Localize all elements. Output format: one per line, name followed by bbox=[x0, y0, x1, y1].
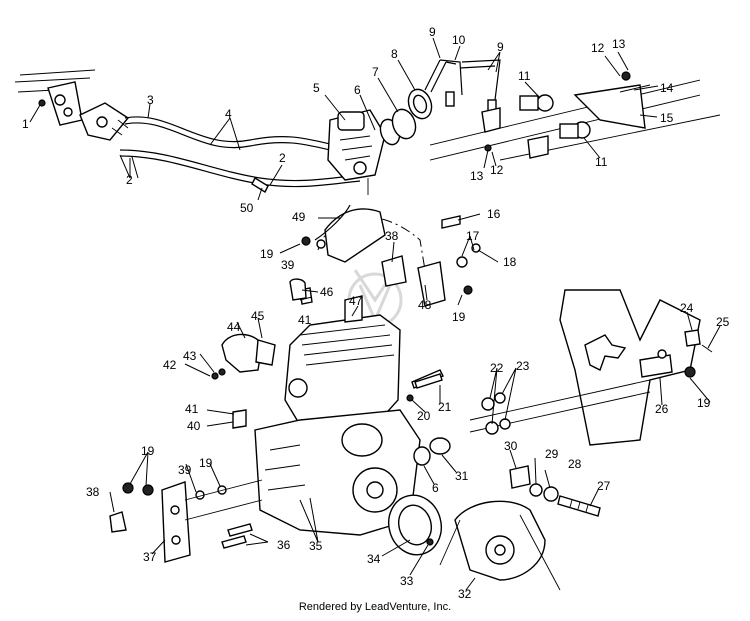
callout-16: 16 bbox=[487, 207, 501, 221]
callout-5: 5 bbox=[313, 81, 320, 95]
callout-2: 2 bbox=[126, 173, 133, 187]
callout-37: 37 bbox=[143, 550, 157, 564]
callout-22: 22 bbox=[490, 361, 504, 375]
callout-30: 30 bbox=[504, 439, 518, 453]
callout-19: 19 bbox=[199, 456, 213, 470]
callout-4: 4 bbox=[225, 107, 232, 121]
cover-assembly bbox=[301, 204, 481, 307]
callout-21: 21 bbox=[438, 400, 452, 414]
callout-11: 11 bbox=[518, 69, 531, 83]
callout-50: 50 bbox=[240, 201, 254, 215]
callout-1: 1 bbox=[22, 117, 29, 131]
callout-18: 18 bbox=[503, 255, 517, 269]
callout-14: 14 bbox=[660, 81, 674, 95]
leader-lines bbox=[29, 37, 721, 591]
callout-6: 6 bbox=[354, 83, 361, 97]
callout-33: 33 bbox=[400, 574, 414, 588]
callout-11: 11 bbox=[595, 155, 608, 169]
callout-13: 13 bbox=[470, 169, 484, 183]
callout-12: 12 bbox=[490, 163, 504, 177]
callout-38: 38 bbox=[385, 229, 399, 243]
callout-12: 12 bbox=[591, 41, 605, 55]
callout-32: 32 bbox=[458, 587, 472, 601]
callout-2: 2 bbox=[279, 151, 286, 165]
callout-31: 31 bbox=[455, 469, 469, 483]
clutch-bolt-stack bbox=[509, 465, 601, 517]
callout-25: 25 bbox=[716, 315, 730, 329]
callout-38: 38 bbox=[86, 485, 100, 499]
callout-39: 39 bbox=[178, 463, 192, 477]
engine-block bbox=[254, 287, 421, 536]
right-chassis-bracket bbox=[414, 289, 713, 446]
callout-36: 36 bbox=[277, 538, 291, 552]
callout-10: 10 bbox=[452, 33, 466, 47]
callout-48: 48 bbox=[418, 298, 432, 312]
callout-6: 6 bbox=[432, 481, 439, 495]
callout-47: 47 bbox=[349, 294, 363, 308]
callout-40: 40 bbox=[187, 419, 201, 433]
callout-17: 17 bbox=[466, 229, 480, 243]
callout-19: 19 bbox=[697, 396, 711, 410]
callout-19: 19 bbox=[260, 247, 274, 261]
callout-9: 9 bbox=[429, 25, 436, 39]
callout-9: 9 bbox=[497, 40, 504, 54]
drive-clutch bbox=[388, 494, 561, 591]
callout-23: 23 bbox=[516, 359, 530, 373]
callout-46: 46 bbox=[320, 285, 334, 299]
callout-41: 41 bbox=[185, 402, 199, 416]
callout-28: 28 bbox=[568, 457, 582, 471]
carburetor bbox=[327, 109, 386, 195]
callout-29: 29 bbox=[545, 447, 559, 461]
callout-24: 24 bbox=[680, 301, 694, 315]
callout-35: 35 bbox=[309, 539, 323, 553]
callout-27: 27 bbox=[597, 479, 611, 493]
callout-20: 20 bbox=[417, 409, 431, 423]
callout-49: 49 bbox=[292, 210, 306, 224]
callout-26: 26 bbox=[655, 402, 669, 416]
engine-mount-bracket bbox=[109, 479, 263, 563]
callout-45: 45 bbox=[251, 309, 265, 323]
callout-19: 19 bbox=[452, 310, 466, 324]
callout-19: 19 bbox=[141, 444, 155, 458]
callout-13: 13 bbox=[612, 37, 626, 51]
credit-line: Rendered by LeadVenture, Inc. bbox=[298, 601, 452, 613]
callout-3: 3 bbox=[147, 93, 154, 107]
callout-34: 34 bbox=[367, 552, 381, 566]
fuel-hoses bbox=[119, 116, 361, 193]
callout-labels: 1 2 2 3 4 5 6 6 7 8 9 9 10 11 11 12 12 1… bbox=[22, 25, 730, 601]
callout-41: 41 bbox=[298, 313, 312, 327]
callout-7: 7 bbox=[372, 65, 379, 79]
callout-8: 8 bbox=[391, 47, 398, 61]
callout-39: 39 bbox=[281, 258, 295, 272]
intake-elbow bbox=[211, 278, 307, 429]
callout-44: 44 bbox=[227, 320, 241, 334]
callout-15: 15 bbox=[660, 111, 674, 125]
callout-43: 43 bbox=[183, 349, 197, 363]
fuel-pump-assembly bbox=[14, 69, 130, 141]
upper-mounting-bracket bbox=[429, 71, 721, 161]
carb-boots bbox=[379, 88, 433, 146]
callout-42: 42 bbox=[163, 358, 177, 372]
